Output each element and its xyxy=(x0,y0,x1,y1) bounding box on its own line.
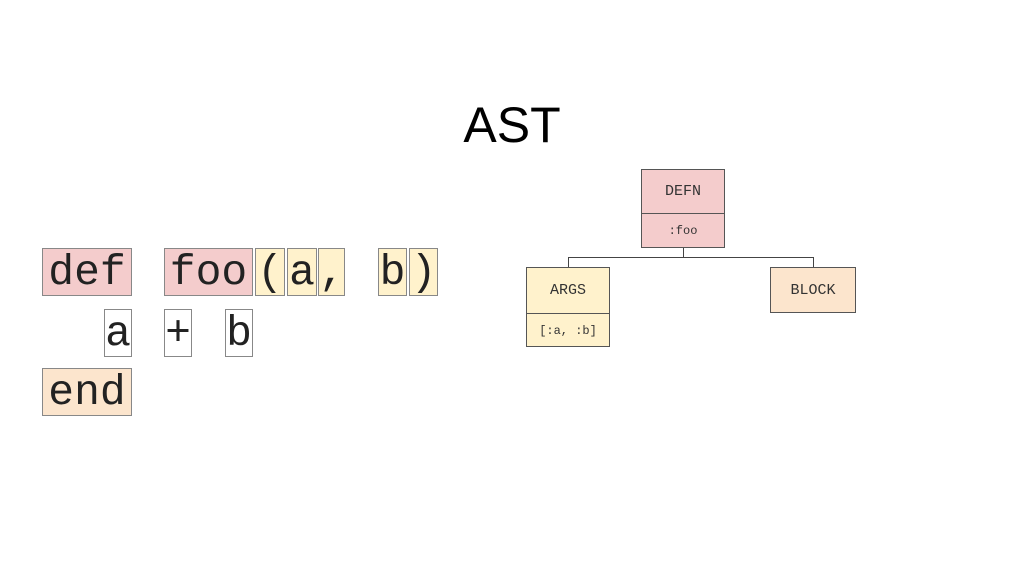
token-plus: + xyxy=(164,309,192,358)
ast-node-args: ARGS [:a, :b] xyxy=(526,267,610,347)
token-method-name: foo xyxy=(164,248,253,297)
connector-args xyxy=(568,257,569,268)
connector-block xyxy=(813,257,814,268)
ast-node-block: BLOCK xyxy=(770,267,856,313)
token-def-keyword: def xyxy=(42,248,132,297)
token-comma: , xyxy=(318,248,345,297)
token-body-a: a xyxy=(104,309,132,358)
token-right-paren: ) xyxy=(409,248,438,297)
ast-node-defn-label: DEFN xyxy=(664,183,701,200)
token-end-keyword: end xyxy=(42,368,132,417)
ast-node-defn: DEFN :foo xyxy=(641,169,725,248)
token-arg-b: b xyxy=(378,248,407,297)
page-title: AST xyxy=(463,97,561,153)
ast-node-args-value: [:a, :b] xyxy=(527,313,609,347)
connector-root-stem xyxy=(683,247,684,258)
token-left-paren: ( xyxy=(255,248,285,297)
connector-horizontal xyxy=(568,257,814,258)
ast-node-defn-value: :foo xyxy=(642,213,724,248)
ast-node-args-label: ARGS xyxy=(549,282,586,299)
token-body-b: b xyxy=(225,309,253,358)
token-arg-a: a xyxy=(287,248,317,297)
ast-node-block-label: BLOCK xyxy=(790,281,836,299)
